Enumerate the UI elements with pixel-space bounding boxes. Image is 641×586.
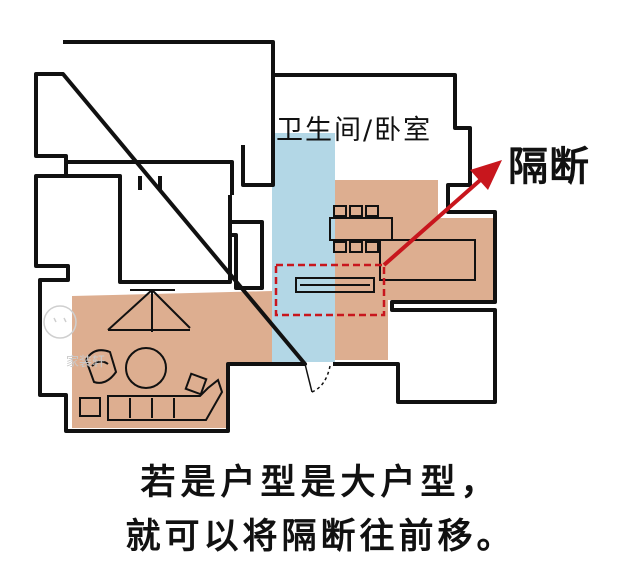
dining-table-icon — [329, 205, 393, 253]
sofa-icon — [107, 372, 224, 421]
aisle-zone — [272, 133, 335, 362]
partition-console — [295, 277, 375, 293]
room-label: 卫生间/卧室 — [276, 115, 433, 146]
round-table-icon — [125, 347, 167, 389]
caption-line-2: 就可以将隔断往前移。 — [125, 517, 516, 557]
inner-wall-shaft — [230, 220, 264, 290]
side-table — [79, 397, 101, 417]
partition-label: 隔断 — [508, 144, 590, 190]
outer-wall — [34, 40, 497, 433]
arrow-icon — [382, 160, 502, 267]
chandelier-icon — [107, 289, 191, 332]
inner-wall-left — [36, 174, 232, 284]
cabinet — [379, 239, 476, 281]
inner-wall-top — [66, 75, 275, 195]
armchair-icon — [84, 349, 118, 384]
watermark-logo — [43, 305, 77, 339]
watermark-text: 家装轩 — [66, 355, 106, 370]
caption-line-1: 若是户型是大户型， — [140, 463, 501, 503]
inner-wall-mid — [138, 176, 162, 190]
walls — [34, 40, 497, 433]
door — [304, 363, 331, 393]
partition-highlight-box — [274, 263, 386, 317]
